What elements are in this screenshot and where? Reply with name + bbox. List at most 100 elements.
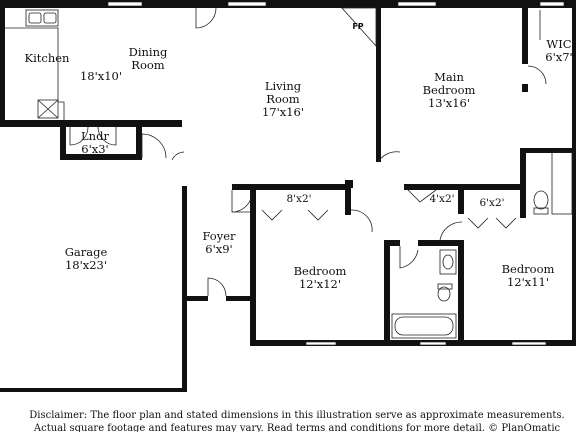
wall-closet-6x2-top [464,184,526,190]
bath-fixtures [391,10,573,339]
fireplace-icon [341,7,377,48]
bifold-door-icon [261,209,283,221]
wall-bath-bottom [384,340,576,346]
toilet-tank-icon [437,283,453,290]
toilet-icon [533,190,549,210]
fireplace-label: FP [352,22,363,31]
bifold-door-icon [307,209,329,221]
door-swing-icon [403,185,437,203]
bathtub-icon [391,313,457,339]
wall-bath-top-left [384,240,400,246]
door-swing-icon [171,151,185,161]
bedroom-left-size: 12'x12' [299,277,341,291]
wic-size: 6'x7' [545,50,572,64]
door-swing-icon [399,246,419,269]
living-label-line1: Living [265,79,302,93]
wall-right [572,8,576,346]
window-bath [419,341,447,346]
wall-garage-right [182,186,187,390]
wall-closet-6x2-right [520,184,526,218]
sink-basin-right-icon [43,12,57,24]
bedroom-right-size: 12'x11' [507,275,549,289]
wall-bath-left [384,246,390,346]
wall-laundry-left [60,120,66,160]
fireplace: FP [341,7,377,48]
wall-laundry-top [60,120,182,127]
dining-size: 18'x10' [80,69,122,83]
door-swing-icon [97,126,117,146]
wall-top-left [0,0,190,8]
foyer-size: 6'x9' [205,242,232,256]
disclaimer: Disclaimer: The floor plan and stated di… [29,410,564,432]
kitchen-label: Kitchen [25,51,71,65]
kitchen-fixtures [5,9,65,120]
wall-bedroom-left-left [250,184,256,346]
shower-icon [551,151,573,215]
wall-foyer-bottom [182,296,208,301]
toilet-icon [437,286,451,302]
window-living [227,1,267,7]
living-label-line2: Room [266,92,300,106]
window-wic [539,1,565,7]
bedroom-left-label: Bedroom [294,264,347,278]
bathtub-inner-icon [394,316,454,336]
door-swing-icon [350,209,373,233]
wall-garage-bottom [0,388,187,392]
laundry-label: Lndr [81,129,109,143]
window-kitchen [107,1,143,7]
sink-icon [442,254,454,270]
bedroom-right-label: Bedroom [502,262,555,276]
door-swing-icon [207,277,227,297]
bifold-door-icon [467,217,489,229]
toilet-tank-icon [533,207,549,215]
door-swing-icon [439,221,463,241]
closet-8x2-size: 8'x2' [286,193,311,205]
wall-kitchen-garage [0,120,60,127]
living-size: 17'x16' [262,105,304,119]
wall-wic-left [522,8,528,64]
wall-top-mid [190,0,576,8]
vanity-icon [439,249,457,275]
room-labels: Kitchen Dining Room 18'x10' Living Room … [25,37,573,291]
walls [0,0,576,392]
garage-label: Garage [65,245,108,259]
sink-icon [25,9,59,27]
wall-laundry-right [136,120,142,160]
wall-closet-4x2-top [404,184,464,190]
wall-wic-bottom [522,84,528,92]
wall-bath-top-right [418,240,462,246]
door-swing-icon [377,151,401,163]
wall-bath-right [458,240,464,346]
garage-size: 18'x23' [65,258,107,272]
doors [69,7,547,297]
sink-basin-left-icon [28,12,42,24]
wall-closet-8x2-right [345,180,351,215]
door-swing-icon [69,126,89,146]
door-swing-icon [141,133,167,159]
main-bedroom-size: 13'x16' [428,96,470,110]
wic-label: WIC [546,37,571,51]
wall-left-kitchen [0,0,5,122]
wall-main-bedroom-left [376,8,381,162]
window-main-bedroom [397,1,437,7]
door-swing-icon [231,191,253,213]
window-bedroom-right [511,341,547,346]
bifold-door-icon [495,217,517,229]
wall-hall-mid [345,180,353,188]
door-swing-icon [195,7,217,29]
main-bedroom-label-line1: Main [434,70,464,84]
main-bedroom-label-line2: Bedroom [423,83,476,97]
wall-closet-4x2-right [458,184,464,214]
door-swing-icon [231,190,252,213]
closet-6x2-size: 6'x2' [479,197,504,209]
disclaimer-line2: Actual square footage and features may v… [33,423,561,432]
wall-laundry-bottom [60,154,142,160]
door-swing-icon [527,65,547,85]
window-bedroom-left [305,341,337,346]
wall-master-bath-top [526,148,576,153]
dining-label-line2: Room [131,58,165,72]
closet-4x2-size: 4'x2' [429,193,454,205]
wall-master-bath-left [520,148,526,190]
wall-foyer-bottom-right [226,296,256,301]
